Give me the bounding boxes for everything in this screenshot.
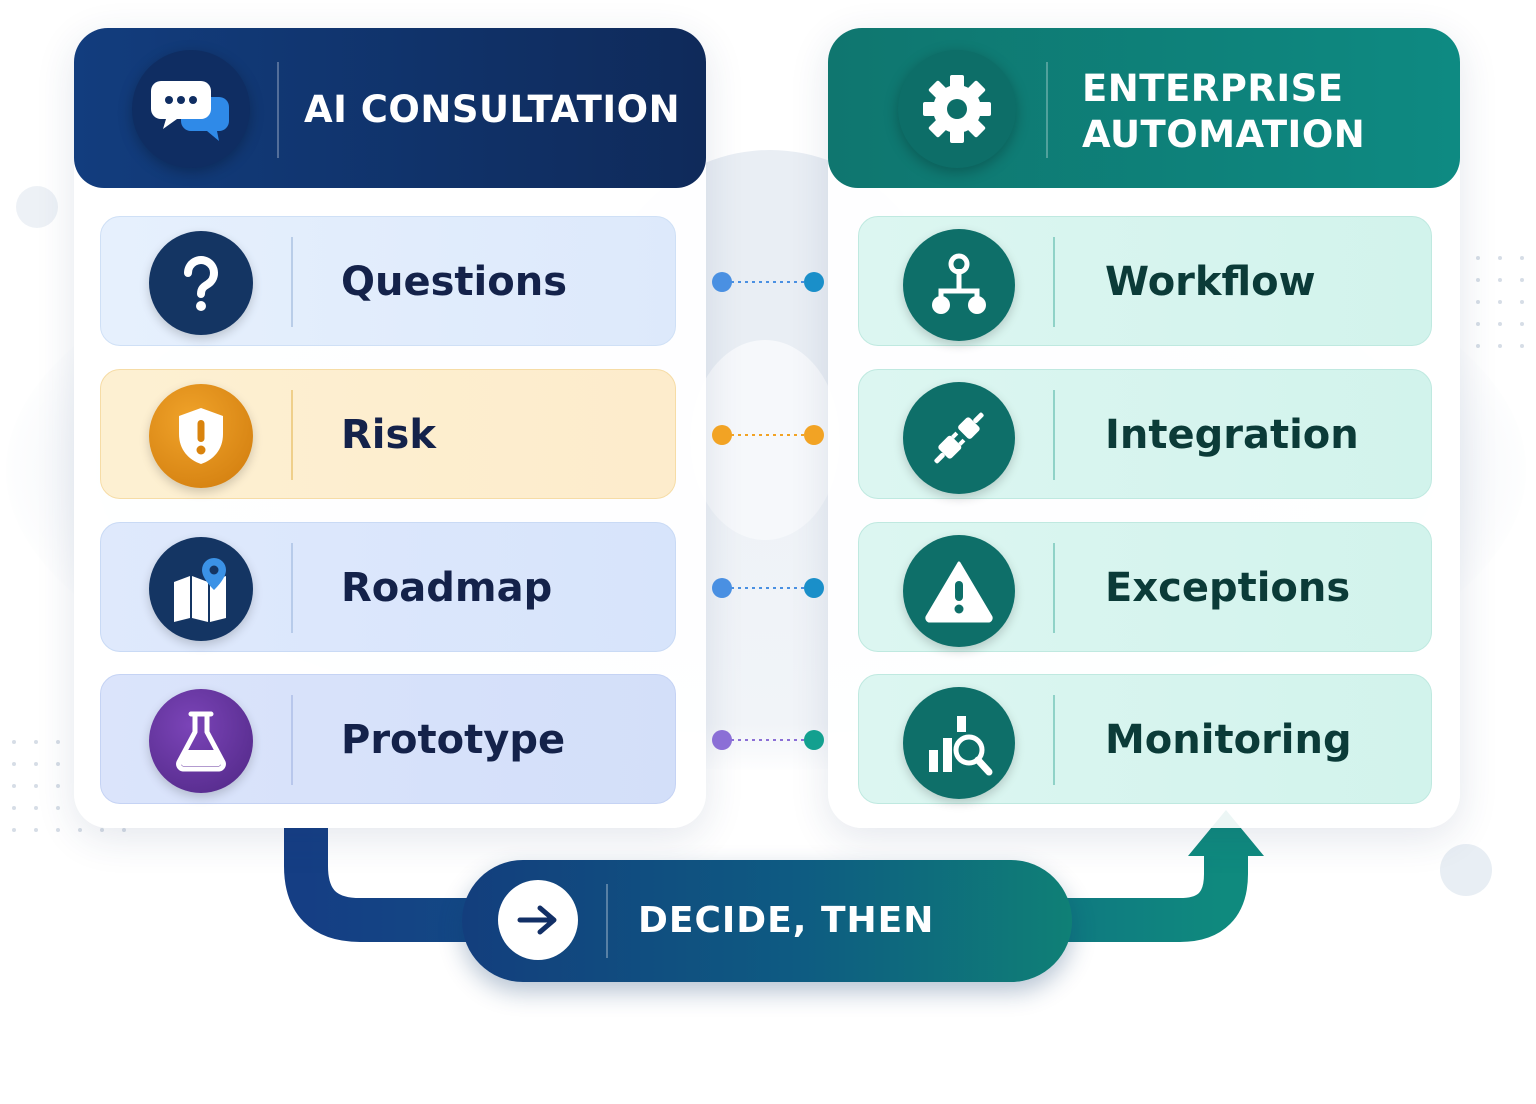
background-circle-right	[1440, 844, 1492, 896]
list-item-exceptions[interactable]: Exceptions	[858, 522, 1432, 652]
connector-dot-right	[804, 425, 824, 445]
row-divider	[291, 543, 293, 633]
list-item-workflow[interactable]: Workflow	[858, 216, 1432, 346]
item-label: Prototype	[341, 717, 566, 763]
flow-arrow-head	[1188, 810, 1264, 856]
header-divider	[277, 62, 279, 158]
item-label: Exceptions	[1105, 565, 1351, 611]
plug-icon	[903, 382, 1015, 494]
ai-consultation-panel: AI CONSULTATION Questions Risk	[74, 28, 706, 828]
decide-then-build-banner: DECIDE, THEN BUILD	[462, 860, 1072, 1063]
connector-line	[712, 578, 824, 598]
enterprise-automation-panel: ENTERPRISE AUTOMATION Workflow	[828, 28, 1460, 828]
list-item-questions[interactable]: Questions	[100, 216, 676, 346]
item-label: Monitoring	[1105, 717, 1352, 763]
connector-dot-right	[804, 730, 824, 750]
connector-dot-left	[712, 578, 732, 598]
item-label: Risk	[341, 412, 436, 458]
flask-icon	[149, 689, 253, 793]
chart-magnifier-icon	[903, 687, 1015, 799]
ai-consultation-header: AI CONSULTATION	[74, 28, 706, 188]
header-divider	[1046, 62, 1048, 158]
background-circle-left	[16, 186, 58, 228]
connector-dot-left	[712, 272, 732, 292]
panel-title-line-2: AUTOMATION	[1082, 113, 1366, 156]
list-item-monitoring[interactable]: Monitoring	[858, 674, 1432, 804]
row-divider	[291, 390, 293, 480]
row-divider	[1053, 695, 1055, 785]
panel-title: ENTERPRISE AUTOMATION	[1082, 66, 1442, 158]
workflow-tree-icon	[903, 229, 1015, 341]
connector-line	[712, 730, 824, 750]
row-divider	[1053, 237, 1055, 327]
row-divider	[291, 237, 293, 327]
arrow-right-icon	[498, 880, 578, 960]
panel-title: AI CONSULTATION	[304, 88, 681, 131]
map-pin-icon	[149, 537, 253, 641]
connector-dot-right	[804, 578, 824, 598]
flow-divider	[606, 884, 608, 958]
row-divider	[1053, 543, 1055, 633]
question-mark-icon	[149, 231, 253, 335]
item-label: Roadmap	[341, 565, 553, 611]
chat-bubbles-icon	[132, 50, 250, 168]
row-divider	[1053, 390, 1055, 480]
list-item-risk[interactable]: Risk	[100, 369, 676, 499]
connector-line	[712, 425, 824, 445]
list-item-roadmap[interactable]: Roadmap	[100, 522, 676, 652]
flow-label: DECIDE, THEN BUILD	[638, 900, 935, 1063]
enterprise-automation-header: ENTERPRISE AUTOMATION	[828, 28, 1460, 188]
list-item-integration[interactable]: Integration	[858, 369, 1432, 499]
connector-dot-left	[712, 730, 732, 750]
item-label: Workflow	[1105, 259, 1316, 305]
connector-line	[712, 272, 824, 292]
gear-icon	[898, 50, 1016, 168]
connector-dot-left	[712, 425, 732, 445]
panel-title-line-1: ENTERPRISE	[1082, 67, 1344, 110]
list-item-prototype[interactable]: Prototype	[100, 674, 676, 804]
shield-warning-icon	[149, 384, 253, 488]
warning-triangle-icon	[903, 535, 1015, 647]
connector-dot-right	[804, 272, 824, 292]
item-label: Integration	[1105, 412, 1359, 458]
row-divider	[291, 695, 293, 785]
item-label: Questions	[341, 259, 568, 305]
